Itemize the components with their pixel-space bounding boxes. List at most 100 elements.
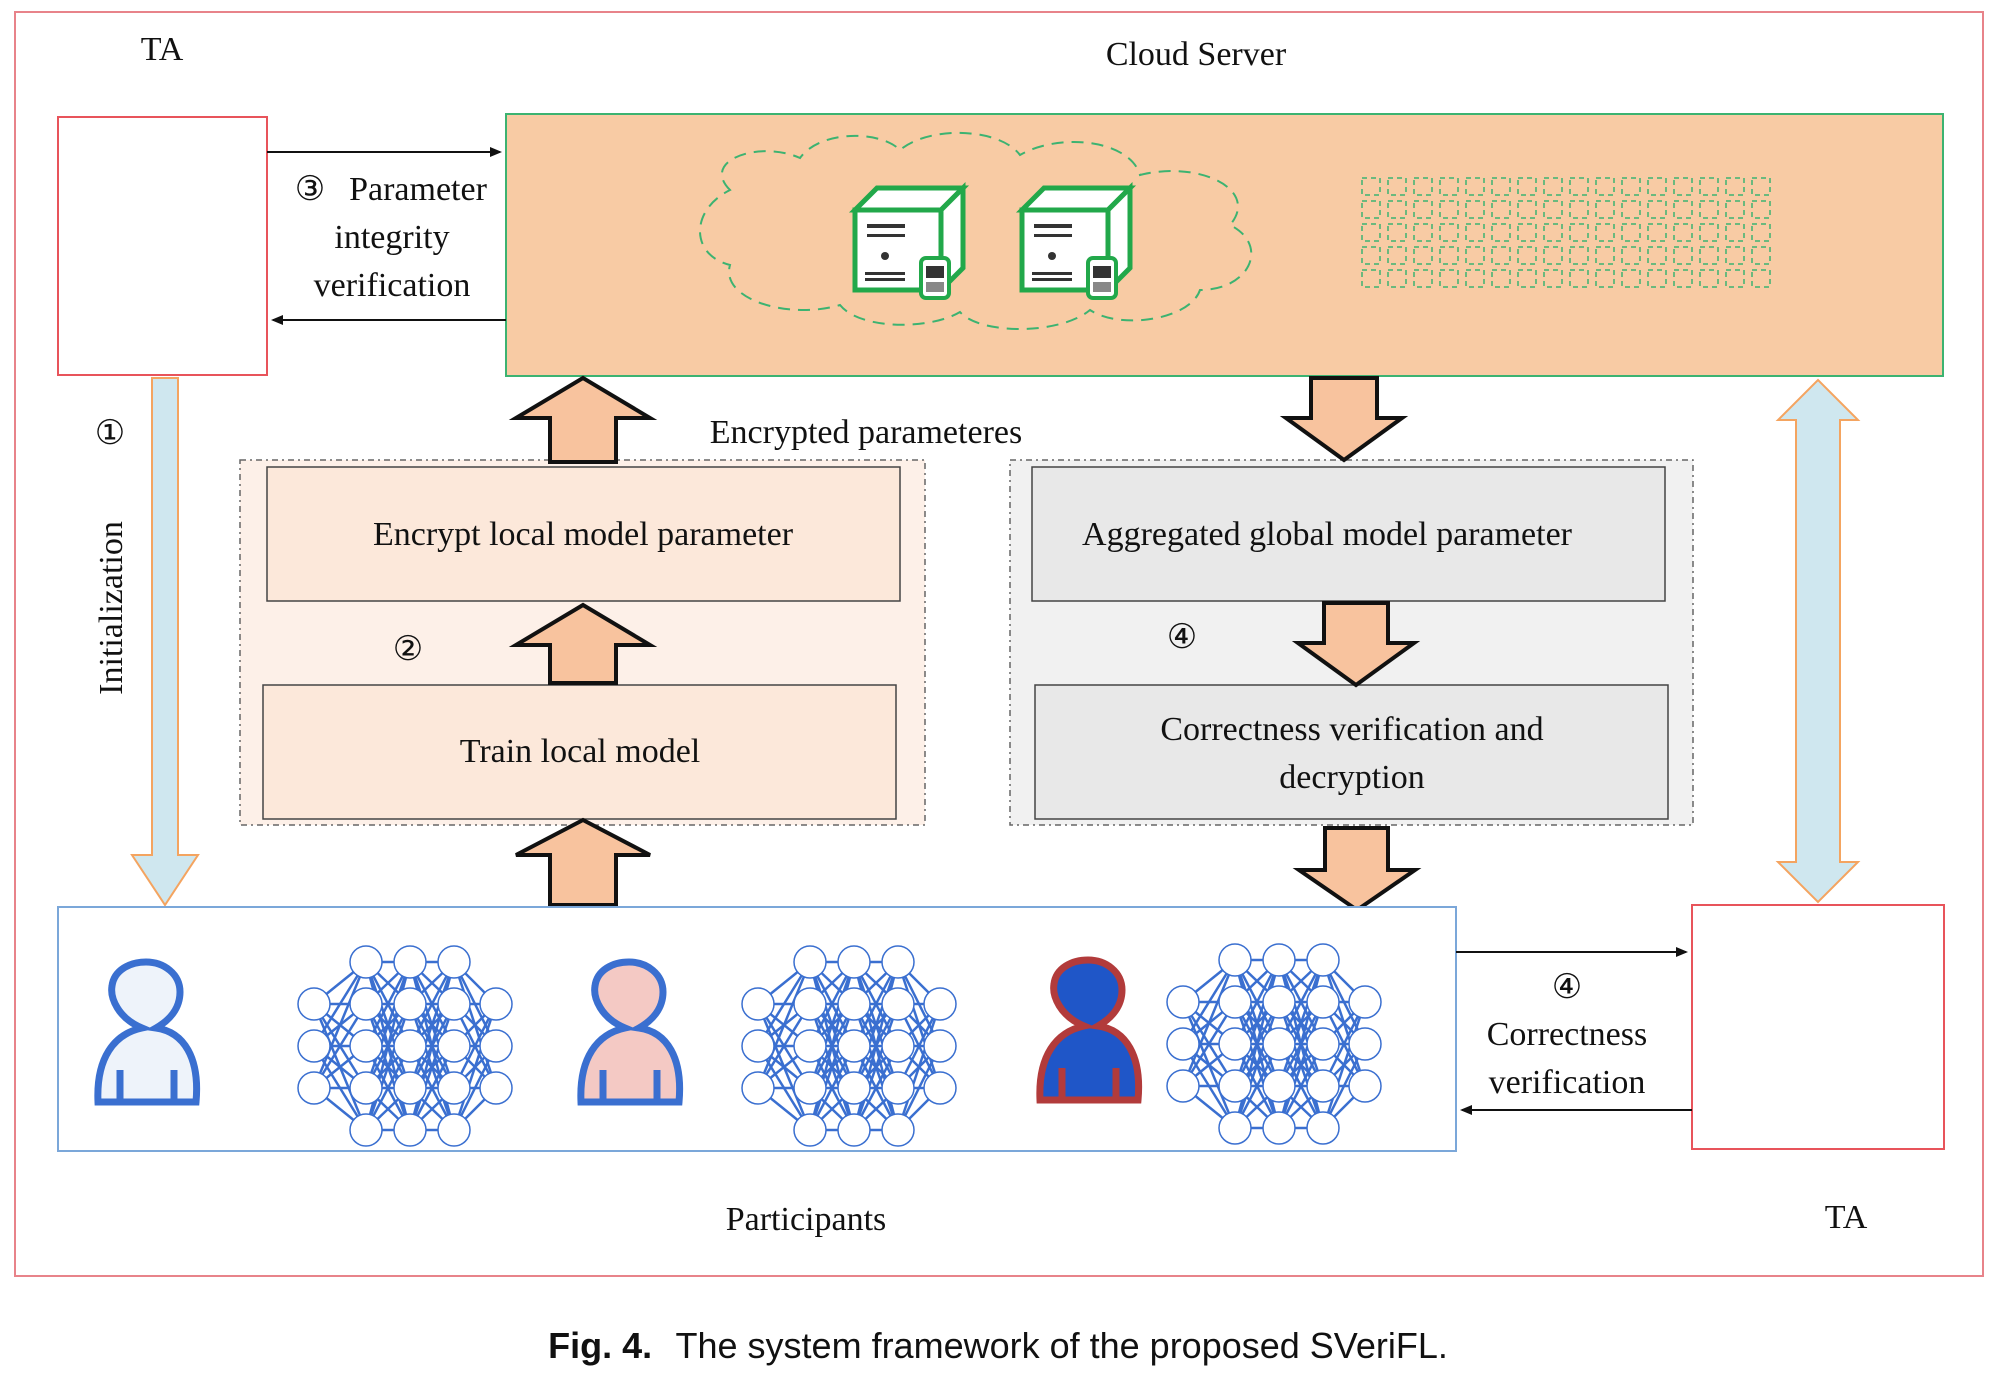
step4-marker-right: ④ xyxy=(1552,969,1582,1006)
network-node xyxy=(793,1029,827,1063)
network-node xyxy=(437,945,471,979)
grid-cell xyxy=(1491,223,1511,242)
network-edge xyxy=(756,961,812,1089)
grid-cell xyxy=(1361,200,1381,219)
grid-cell xyxy=(1673,200,1693,219)
grid-cell xyxy=(1699,246,1719,265)
grid-cell xyxy=(1569,200,1589,219)
grid-cell xyxy=(1595,223,1615,242)
grid-cell xyxy=(1543,177,1563,196)
aggregated-global-text: Aggregated global model parameter xyxy=(1082,516,1573,553)
network-node xyxy=(1306,1027,1340,1061)
network-node xyxy=(349,1113,383,1147)
grid-cell xyxy=(1361,246,1381,265)
network-node xyxy=(349,945,383,979)
ta-bottom-box xyxy=(1691,904,1945,1150)
grid-cell xyxy=(1621,177,1641,196)
network-node xyxy=(923,1071,957,1105)
network-node xyxy=(923,987,957,1021)
cloud-server-label: Cloud Server xyxy=(1106,36,1287,73)
grid-cell xyxy=(1439,223,1459,242)
grid-cell xyxy=(1361,269,1381,288)
grid-cell xyxy=(1647,246,1667,265)
ta-top-label: TA xyxy=(141,31,184,68)
cloud-server-box xyxy=(505,113,1944,377)
grid-cell xyxy=(1361,223,1381,242)
grid-cell xyxy=(1413,269,1433,288)
grid-cell xyxy=(1361,177,1381,196)
grid-cell xyxy=(1647,200,1667,219)
grid-cell xyxy=(1517,223,1537,242)
grid-cell xyxy=(1543,223,1563,242)
step4-right-label-line1: Correctness xyxy=(1487,1016,1648,1053)
network-node xyxy=(793,987,827,1021)
network-edge xyxy=(364,961,412,1089)
step4-marker-mid: ④ xyxy=(1167,619,1197,656)
grid-cell xyxy=(1387,177,1407,196)
correctness-line1-text: Correctness verification and xyxy=(1160,711,1543,748)
grid-cell xyxy=(1569,246,1589,265)
network-edge xyxy=(1233,1001,1281,1129)
network-node xyxy=(297,1029,331,1063)
network-node xyxy=(1262,1027,1296,1061)
grid-cell xyxy=(1699,269,1719,288)
network-node xyxy=(837,1029,871,1063)
network-node xyxy=(1218,985,1252,1019)
network-edge xyxy=(808,961,856,1089)
network-edge xyxy=(896,1003,942,1131)
network-node xyxy=(881,1029,915,1063)
grid-cell xyxy=(1465,177,1485,196)
network-node xyxy=(1166,1027,1200,1061)
network-node xyxy=(1306,1069,1340,1103)
network-edge xyxy=(452,1003,498,1131)
grid-cell xyxy=(1465,200,1485,219)
grid-cell xyxy=(1491,177,1511,196)
step2-marker: ② xyxy=(393,631,423,668)
network-node xyxy=(1348,1027,1382,1061)
network-edge xyxy=(312,961,368,1089)
grid-cell xyxy=(1725,200,1745,219)
grid-cell xyxy=(1491,246,1511,265)
network-node xyxy=(881,987,915,1021)
grid-cell xyxy=(1595,200,1615,219)
network-node xyxy=(1218,943,1252,977)
grid-cell xyxy=(1673,223,1693,242)
grid-cell xyxy=(1543,269,1563,288)
grid-cell xyxy=(1439,177,1459,196)
network-edge xyxy=(408,1003,456,1131)
grid-cell xyxy=(1413,223,1433,242)
grid-cell xyxy=(1673,269,1693,288)
network-node xyxy=(837,945,871,979)
network-node xyxy=(793,1071,827,1105)
network-node xyxy=(437,1029,471,1063)
network-node xyxy=(437,987,471,1021)
grid-cell xyxy=(1699,200,1719,219)
network-node xyxy=(393,987,427,1021)
outer-frame xyxy=(14,11,1984,1277)
grid-cell xyxy=(1413,200,1433,219)
step4-right-label-line2: verification xyxy=(1489,1064,1646,1101)
grid-cell xyxy=(1387,246,1407,265)
network-node xyxy=(793,945,827,979)
network-node xyxy=(1262,1111,1296,1145)
network-node xyxy=(479,987,513,1021)
network-edge xyxy=(1277,959,1325,1087)
network-edge xyxy=(852,961,900,1089)
grid-cell xyxy=(1673,177,1693,196)
network-node xyxy=(297,1071,331,1105)
ta-top-box xyxy=(57,116,268,376)
server-icon xyxy=(1022,188,1130,298)
neural-network-icon xyxy=(297,945,513,1147)
network-node xyxy=(881,1113,915,1147)
network-node xyxy=(349,987,383,1021)
network-edge xyxy=(1321,1001,1367,1129)
grid-cell xyxy=(1725,177,1745,196)
network-node xyxy=(479,1071,513,1105)
encrypt-local-text: Encrypt local model parameter xyxy=(373,516,794,553)
network-node xyxy=(1218,1027,1252,1061)
grid-cell xyxy=(1699,177,1719,196)
down-arrow-correctness-to-participants xyxy=(1292,826,1422,913)
diagram-canvas: TA Cloud Server ③ Parameter integrity ve… xyxy=(14,11,1984,1277)
network-node xyxy=(741,987,775,1021)
step1-marker: ① xyxy=(95,415,125,452)
